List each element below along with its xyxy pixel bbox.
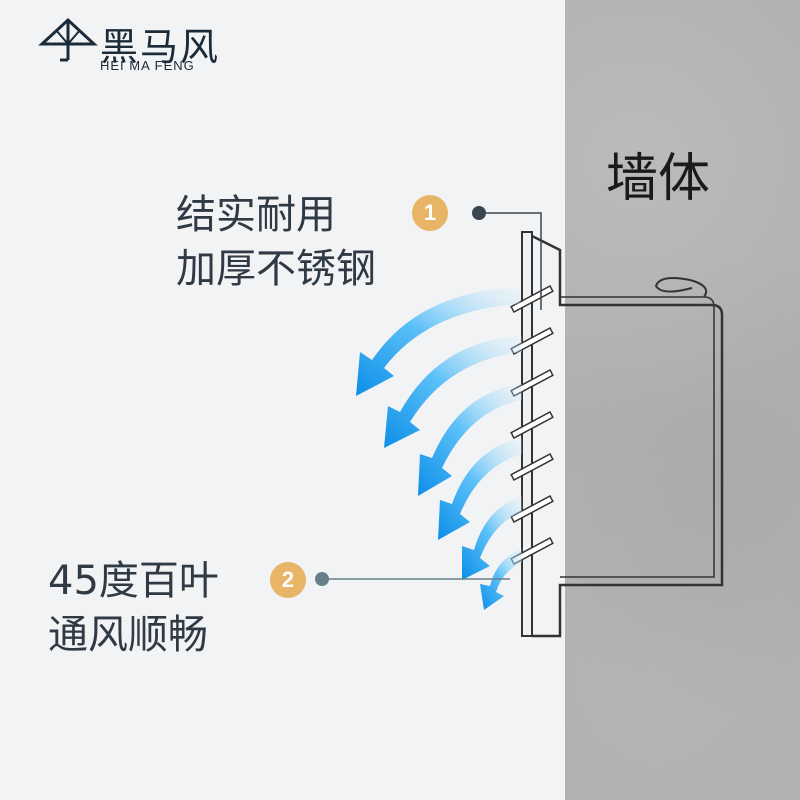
airflow-arrow-icon (418, 384, 522, 496)
brand-name-en: HEI MA FENG (100, 58, 195, 73)
callout-1: 结实耐用 加厚不锈钢 (176, 188, 376, 296)
wall-label: 墙体 (606, 149, 711, 209)
callout-2-line-2: 通风顺畅 (48, 612, 208, 658)
umbrella-logo-icon (38, 17, 98, 62)
wall-texture (565, 0, 800, 800)
airflow-arrow-icon (384, 336, 522, 448)
airflow-arrow-icon (462, 496, 522, 580)
airflow-arrow-icon (438, 438, 522, 540)
louver-slat (510, 453, 554, 481)
leader-line-1 (472, 206, 542, 310)
callout-2: 45度百叶 通风顺畅 (48, 554, 219, 662)
brand-name-cn: 黑马风 (100, 25, 221, 69)
louver-slat (510, 285, 554, 313)
callout-badge-2: 2 (270, 562, 306, 598)
louver-slat (510, 411, 554, 439)
louver-slats (510, 285, 554, 565)
airflow-arrows (356, 288, 522, 610)
leader-line-2 (315, 572, 510, 586)
callout-1-line-1: 结实耐用 (176, 192, 336, 238)
airflow-arrow-icon (356, 288, 520, 396)
callout-1-line-2: 加厚不锈钢 (176, 246, 376, 292)
louver-slat (510, 495, 554, 523)
callout-2-line-1: 45度百叶 (48, 558, 219, 604)
callout-badge-1: 1 (412, 195, 448, 231)
